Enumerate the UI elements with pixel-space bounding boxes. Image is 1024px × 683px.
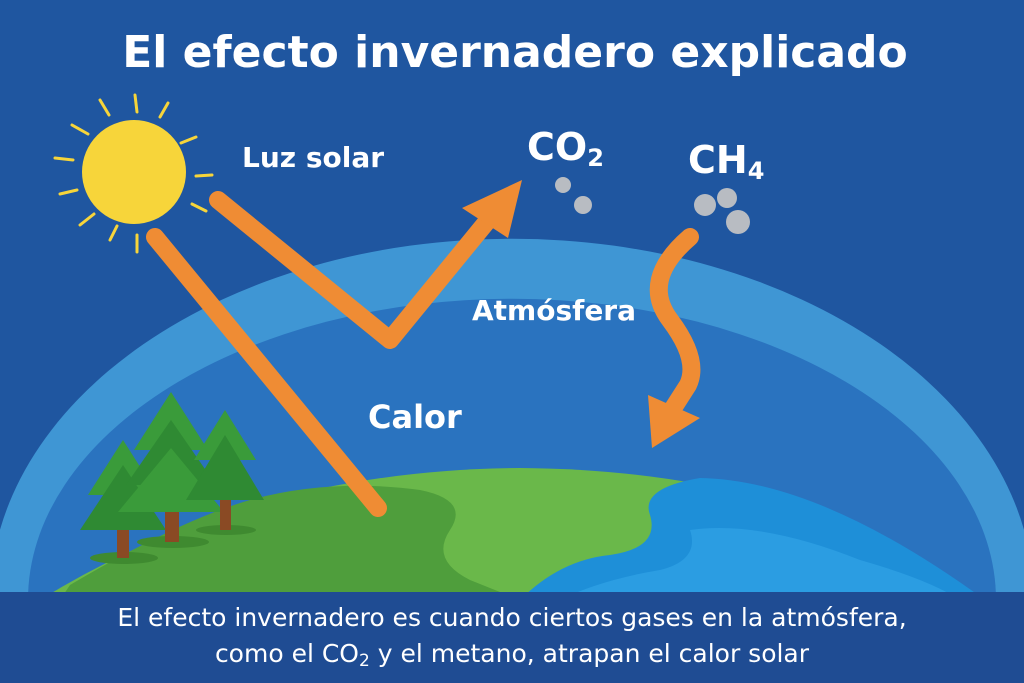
- caption: El efecto invernadero es cuando ciertos …: [0, 592, 1024, 683]
- ch4-base: CH: [688, 138, 748, 182]
- co2-base: CO: [527, 125, 587, 169]
- methane-heat-arrow: [649, 228, 701, 419]
- caption-line-1: El efecto invernadero es cuando ciertos …: [117, 603, 907, 632]
- atmosphere-label: Atmósfera: [472, 294, 636, 327]
- page-title: El efecto invernadero explicado: [122, 27, 908, 78]
- caption-band: [0, 592, 1024, 683]
- ch4-label: CH4: [688, 138, 764, 185]
- trees: [80, 392, 264, 564]
- sun-icon: [53, 93, 214, 254]
- heat-arrow-head: [648, 395, 700, 448]
- co2-molecules: [555, 177, 592, 214]
- incoming-heat-arrow: [146, 228, 387, 517]
- co2-subscript: 2: [587, 144, 604, 172]
- ch4-molecules: [694, 188, 750, 234]
- tree-right: [186, 410, 264, 535]
- reflected-arrow-head: [462, 180, 522, 238]
- caption-line-2: como el CO2 y el metano, atrapan el calo…: [0, 636, 1024, 679]
- ocean-highlight: [560, 528, 960, 600]
- caption-co2-subscript: 2: [358, 651, 370, 671]
- co2-label: CO2: [527, 125, 604, 172]
- caption-line-2-end: y el metano, atrapan el calor solar: [369, 639, 810, 668]
- heat-label: Calor: [368, 398, 462, 436]
- ch4-subscript: 4: [748, 157, 765, 185]
- reflected-sunlight-arrow: [209, 191, 507, 349]
- earth: [40, 468, 985, 600]
- sunlight-label: Luz solar: [242, 141, 384, 174]
- caption-line-2-start: como el CO: [214, 639, 359, 668]
- land-shade: [60, 485, 520, 600]
